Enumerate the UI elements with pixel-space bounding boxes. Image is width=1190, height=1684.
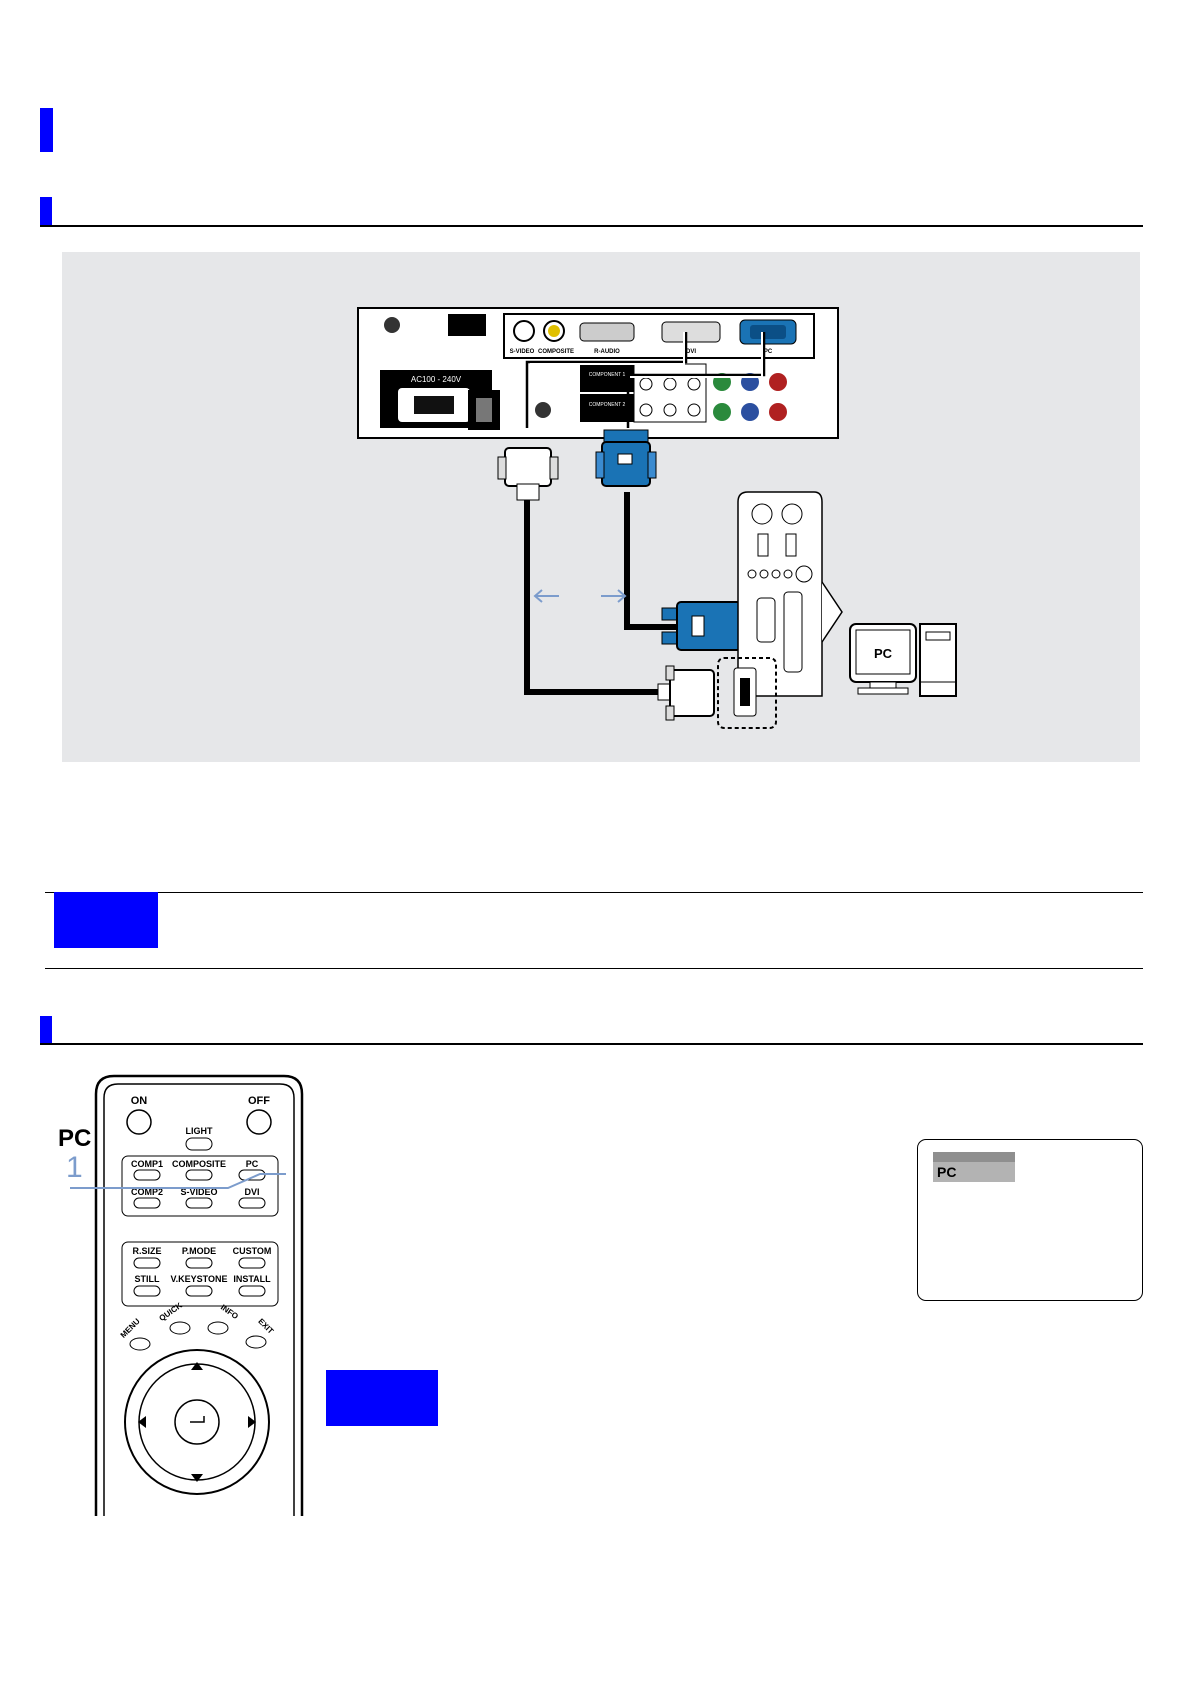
note-marker-2 [326,1370,438,1426]
btn-vkeystone-label: V.KEYSTONE [170,1274,227,1284]
btn-rsize-label: R.SIZE [132,1246,161,1256]
btn-light-label: LIGHT [186,1126,213,1136]
btn-svideo-label: S-VIDEO [180,1187,217,1197]
info-button[interactable] [207,1321,229,1335]
comp1-button[interactable] [133,1169,161,1181]
down-arrow-icon[interactable] [191,1474,203,1482]
remote-callout-label: PC [58,1125,92,1152]
btn-pc-label: PC [246,1159,259,1169]
pc-label: PC [874,646,893,661]
component-2-label: COMPONENT 2 [589,402,626,408]
composite-button[interactable] [185,1169,213,1181]
note-marker [54,892,158,948]
on-button[interactable] [126,1109,152,1135]
btn-custom-label: CUSTOM [233,1246,272,1256]
vkeystone-button[interactable] [185,1285,213,1297]
port-label-raudio: R-AUDIO [594,349,620,355]
quick-button[interactable] [169,1321,191,1335]
btn-pmode-label: P.MODE [182,1246,216,1256]
note-bottom-rule [45,968,1143,969]
remote-control-svg: ON OFF LIGHT COMP1 COMPOSITE PC COMP2 S-… [94,1074,304,1516]
install-button[interactable] [238,1285,266,1297]
projector-rear-panel: AC100 - 240V S-VIDEO COMPOSITE R-AUDIO D… [357,307,839,439]
connection-diagram: AC100 - 240V S-VIDEO COMPOSITE R-AUDIO D… [62,252,1140,762]
btn-comp2-label: COMP2 [131,1187,163,1197]
btn-comp1-label: COMP1 [131,1159,163,1169]
off-button[interactable] [246,1109,272,1135]
port-label-dvi: DVI [686,349,696,355]
menu-button[interactable] [129,1337,151,1351]
btn-off-label: OFF [248,1095,270,1107]
custom-button[interactable] [238,1257,266,1269]
component-1-label: COMPONENT 1 [589,372,626,378]
rsize-button[interactable] [133,1257,161,1269]
osd-item-pc[interactable]: PC [933,1162,1015,1182]
btn-composite-label: COMPOSITE [172,1159,226,1169]
btn-install-label: INSTALL [233,1274,271,1284]
pc-icon: PC [849,623,957,697]
still-button[interactable] [133,1285,161,1297]
cable-highlights [530,332,763,378]
remote-callout-number: 1 [66,1151,83,1184]
cables [524,332,766,695]
left-arrow-icon[interactable] [138,1416,146,1428]
pmode-button[interactable] [185,1257,213,1269]
btn-on-label: ON [131,1095,148,1107]
svideo-button[interactable] [185,1197,213,1209]
pc-back-panel [717,491,843,729]
section-divider [40,225,1143,227]
comp2-button[interactable] [133,1197,161,1209]
port-label-pc: PC [764,349,773,355]
btn-dvi-label: DVI [244,1187,259,1197]
dvi-button[interactable] [238,1197,266,1209]
vga-plug [595,429,657,487]
dvi-plug [497,447,559,501]
osd-menu-header [933,1152,1015,1162]
exit-button[interactable] [245,1335,267,1349]
right-arrow-icon[interactable] [248,1416,256,1428]
callout-line [70,1173,286,1189]
power-label: AC100 - 240V [411,375,462,384]
up-arrow-icon[interactable] [191,1362,203,1370]
page-title-marker [40,108,53,152]
light-button[interactable] [185,1137,213,1151]
btn-still-label: STILL [135,1274,160,1284]
section-heading-marker-2 [40,1016,52,1044]
connection-diagram-svg: AC100 - 240V S-VIDEO COMPOSITE R-AUDIO D… [357,307,957,729]
direction-arrows [533,589,627,603]
port-label-composite: COMPOSITE [538,349,574,355]
section-divider-2 [40,1043,1143,1045]
enter-icon [190,1416,205,1423]
remote-control: ON OFF LIGHT COMP1 COMPOSITE PC COMP2 S-… [94,1070,304,1516]
section-heading-marker [40,197,52,225]
note-top-rule [45,892,1143,893]
port-label-svideo: S-VIDEO [510,349,535,355]
dvi-plug-pc [657,665,715,721]
